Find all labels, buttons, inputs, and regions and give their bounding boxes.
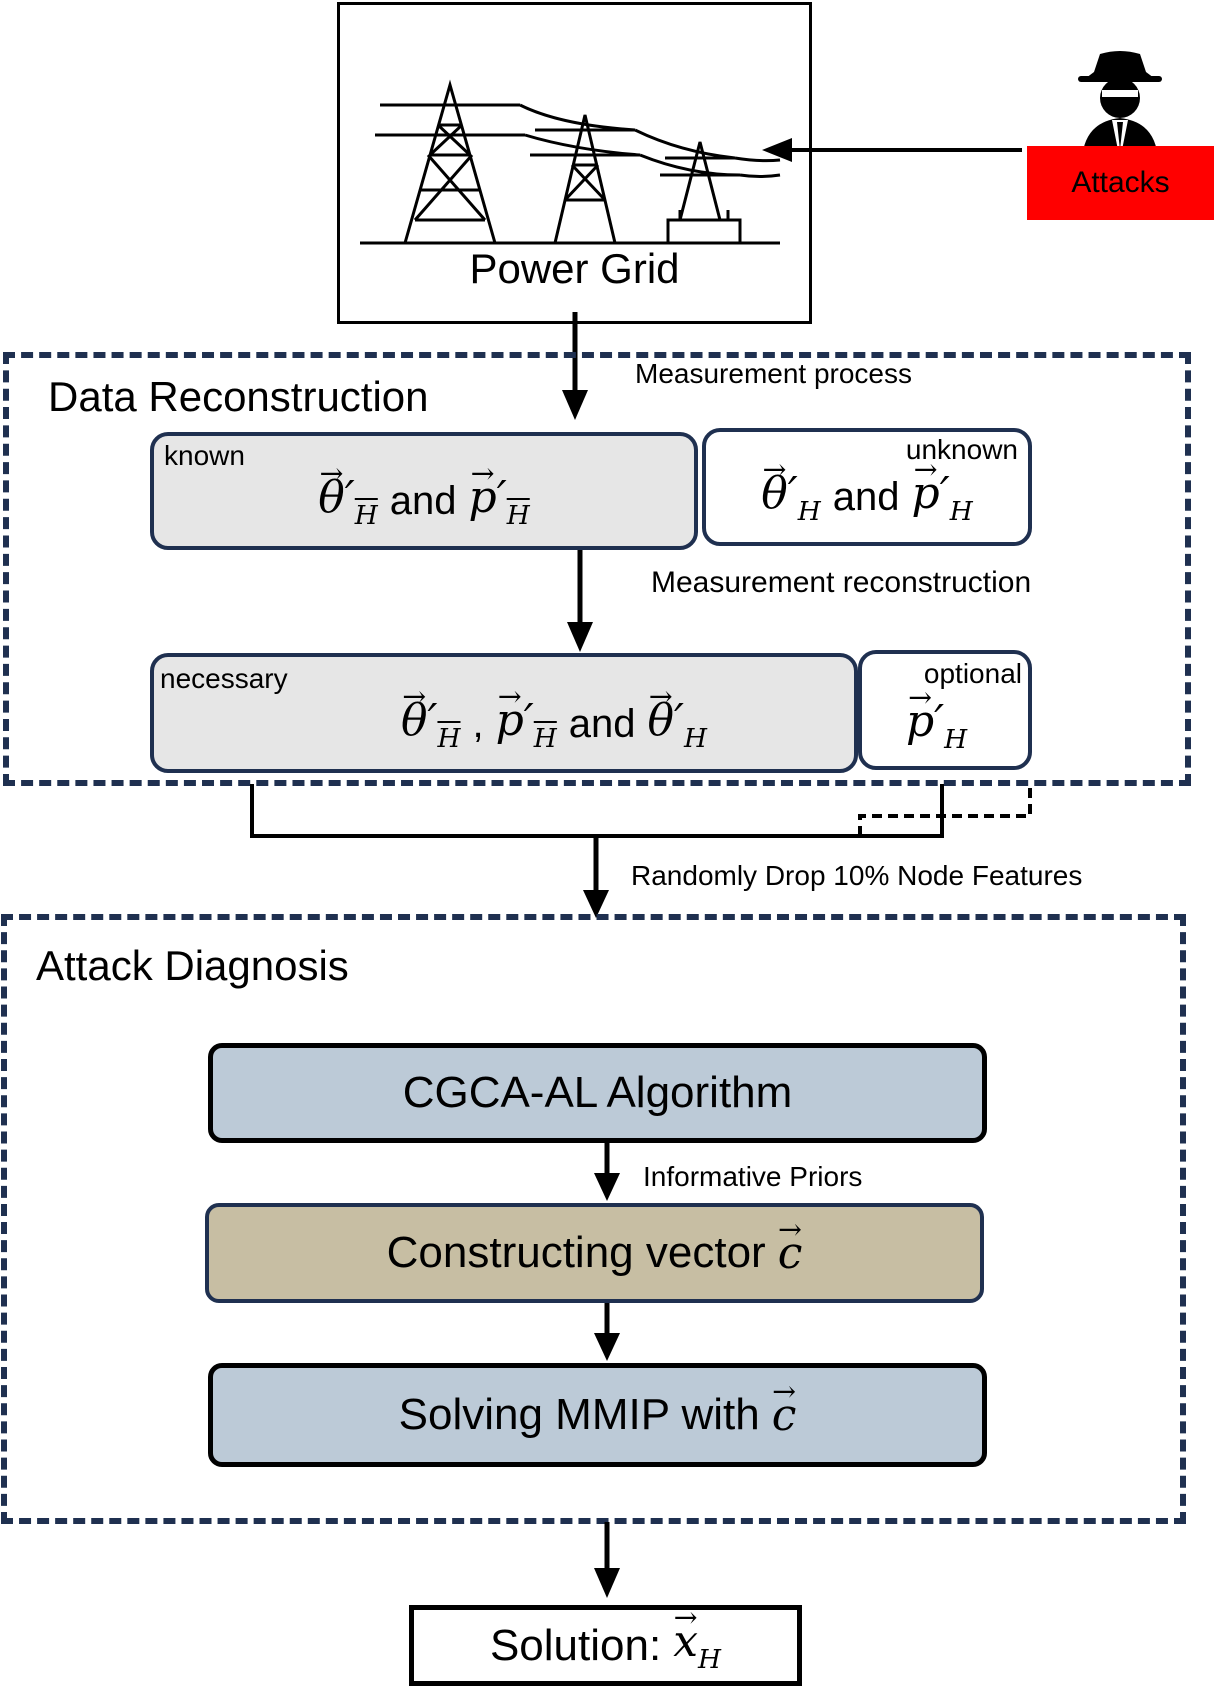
prime-symbol: ′ xyxy=(934,696,945,747)
theta-symbol: θ xyxy=(318,472,345,523)
theta-symbol: θ xyxy=(401,695,428,746)
drop-label: Randomly Drop 10% Node Features xyxy=(631,860,1083,891)
arrow-known-to-necessary xyxy=(567,550,593,652)
prime-symbol: ′ xyxy=(787,468,798,519)
and-text: and xyxy=(389,478,457,523)
h-bar-subscript: H xyxy=(506,499,530,531)
measurement-process-label: Measurement process xyxy=(635,358,913,389)
and-text: and xyxy=(568,701,636,746)
attacks-label: Attacks xyxy=(1071,166,1170,199)
attack-arrow xyxy=(762,138,1022,162)
comma-text: , xyxy=(472,701,484,746)
p-symbol: p xyxy=(496,695,524,746)
known-tag: known xyxy=(164,440,245,471)
h-bar-subscript: H xyxy=(354,499,378,531)
theta-symbol: θ xyxy=(761,468,788,519)
prime-symbol: ′ xyxy=(344,472,355,523)
p-symbol: p xyxy=(912,468,940,519)
h-subscript: H xyxy=(684,722,708,754)
c-symbol: c xyxy=(778,1228,803,1279)
known-box: known θ′H and p′H xyxy=(150,432,698,550)
prime-symbol: ′ xyxy=(496,472,507,523)
x-symbol: x xyxy=(673,1616,698,1667)
prime-symbol: ′ xyxy=(939,468,950,519)
p-symbol: p xyxy=(906,696,934,747)
solution-box: Solution: xH xyxy=(409,1605,802,1686)
power-grid-box: Power Grid xyxy=(337,2,812,324)
cgca-al-algorithm-label: CGCA-AL Algorithm xyxy=(402,1068,793,1117)
p-symbol: p xyxy=(469,472,497,523)
and-text: and xyxy=(832,474,900,519)
unknown-box: unknown θ′H and p′H xyxy=(702,428,1032,546)
cgca-al-algorithm-box: CGCA-AL Algorithm xyxy=(208,1043,987,1143)
h-bar-subscript: H xyxy=(533,722,557,754)
data-reconstruction-title: Data Reconstruction xyxy=(48,373,429,420)
optional-expression: p′H xyxy=(906,696,967,755)
attack-diagnosis-frame xyxy=(1,914,1186,1524)
constructing-vector-box: Constructing vector c xyxy=(205,1203,984,1303)
necessary-box: necessary θ′H , p′H and θ′H xyxy=(150,653,858,773)
attack-diagnosis-title: Attack Diagnosis xyxy=(36,942,349,989)
h-bar-subscript: H xyxy=(437,722,461,754)
necessary-expression: θ′H , p′H and θ′H xyxy=(274,695,834,754)
constructing-vector-label: Constructing vector xyxy=(386,1228,766,1277)
hacker-icon xyxy=(1078,51,1162,160)
theta-symbol: θ xyxy=(648,695,675,746)
optional-tag: optional xyxy=(923,658,1022,689)
prime-symbol: ′ xyxy=(523,695,534,746)
data-reconstruction-frame xyxy=(3,352,1191,786)
h-subscript: H xyxy=(949,495,973,527)
solving-mmip-label: Solving MMIP with xyxy=(398,1390,760,1439)
h-subscript: H xyxy=(944,723,968,755)
known-expression: θ′H and p′H xyxy=(154,472,694,531)
solving-mmip-box: Solving MMIP with c xyxy=(208,1363,987,1467)
informative-priors-label: Informative Priors xyxy=(643,1161,863,1192)
power-tower-icon xyxy=(360,79,781,245)
unknown-expression: θ′H and p′H xyxy=(706,468,1028,527)
h-subscript: H xyxy=(797,495,821,527)
arrow-algorithm-to-construct xyxy=(594,1143,620,1201)
attacks-badge: Attacks xyxy=(1027,146,1214,220)
arrow-construct-to-solve xyxy=(594,1303,620,1361)
solution-label: Solution: xyxy=(489,1620,662,1670)
merge-bracket xyxy=(250,784,1032,918)
arrow-to-solution xyxy=(594,1522,620,1598)
prime-symbol: ′ xyxy=(674,695,685,746)
h-subscript: H xyxy=(698,1643,722,1675)
necessary-tag: necessary xyxy=(160,663,288,694)
c-symbol: c xyxy=(772,1390,797,1441)
optional-box: optional p′H xyxy=(858,650,1032,770)
prime-symbol: ′ xyxy=(427,695,438,746)
power-grid-label: Power Grid xyxy=(469,245,680,292)
measurement-reconstruction-label: Measurement reconstruction xyxy=(651,566,1032,599)
